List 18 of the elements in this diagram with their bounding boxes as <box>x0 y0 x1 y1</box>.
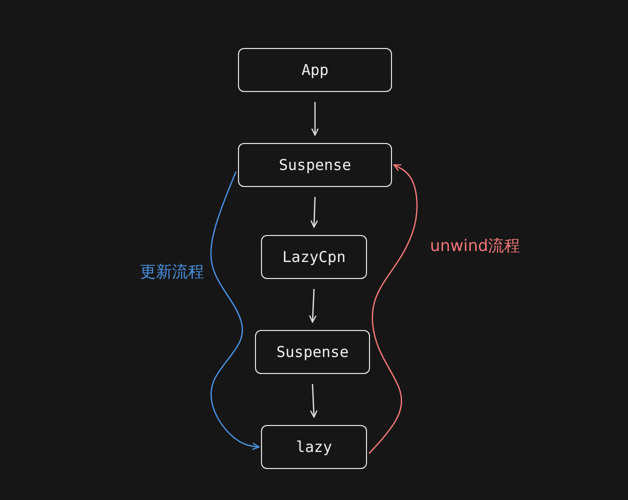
node-label: Suspense <box>278 156 352 174</box>
arrow <box>311 102 319 136</box>
arrow <box>310 196 318 228</box>
node-label: App <box>301 61 329 79</box>
arrow <box>368 164 418 454</box>
node-label: Suspense <box>276 343 349 361</box>
node-label: lazy <box>296 438 332 456</box>
node-label: LazyCpn <box>282 248 346 266</box>
process-box <box>261 235 367 279</box>
process-box <box>255 330 370 374</box>
edge-label: 更新流程 <box>140 262 204 283</box>
process-box <box>238 48 392 92</box>
process-box <box>261 425 367 469</box>
edge-label: unwind流程 <box>430 236 520 257</box>
process-box <box>238 143 392 187</box>
arrow <box>309 288 317 323</box>
arrow <box>210 171 260 450</box>
arrow <box>310 384 318 418</box>
